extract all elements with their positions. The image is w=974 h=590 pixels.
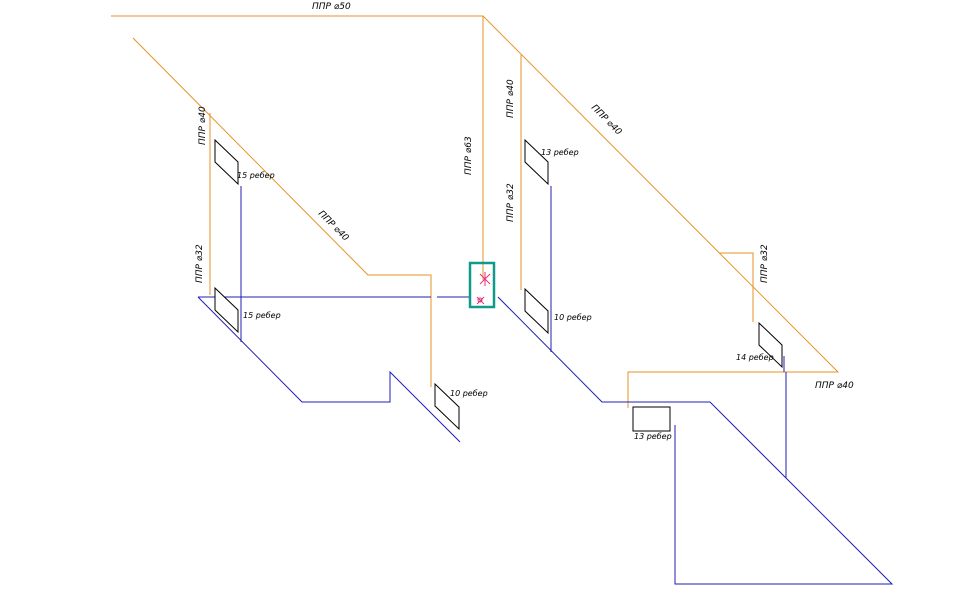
radiator-4 [524,138,549,186]
radiator-labels: 15 ребер 15 ребер 10 ребер 13 ребер 10 р… [237,148,774,441]
boiler-mark-bottom-icon [476,296,485,305]
label-rad-3: 10 ребер [450,389,488,398]
label-rad-6: 14 ребер [736,353,774,362]
radiator-5 [524,287,549,335]
label-rad-7: 13 ребер [634,432,672,441]
label-right-mid: ППР ⌀32 [760,244,770,283]
radiator-1 [214,138,239,186]
supply-pipes [111,15,840,408]
return-pipes [197,186,894,585]
label-rad-4: 13 ребер [541,148,579,157]
label-right-bottom: ППР ⌀40 [815,381,854,391]
label-riser-main: ППР ⌀63 [464,136,474,175]
boiler-mark-top-icon [479,272,491,286]
supply-left-diag [132,37,432,387]
label-mid-mid: ППР ⌀32 [506,183,516,222]
boiler-frame [468,261,496,309]
label-rad-2: 15 ребер [243,311,281,320]
label-rad-5: 10 ребер [554,313,592,322]
label-left-mid: ППР ⌀32 [195,244,205,283]
radiators [214,138,783,432]
radiator-6 [758,321,783,369]
supply-right-branch [719,252,754,322]
radiator-7 [632,406,671,432]
label-rad-1: 15 ребер [237,171,275,180]
supply-bottom-branch [627,371,789,408]
label-right-diag: ППР ⌀40 [589,103,624,138]
label-main-pipe: ППР ⌀50 [312,2,351,12]
supply-main-top [111,15,840,373]
return-left-loop [197,296,461,443]
label-mid-top: ППР ⌀40 [506,79,516,118]
radiator-3 [434,382,460,431]
label-left-top: ППР ⌀40 [198,106,208,145]
radiator-2 [214,286,239,334]
return-mid-loop [497,296,894,585]
boiler [468,261,496,309]
pipe-labels: ППР ⌀50 ППР ⌀63 ППР ⌀40 ППР ⌀40 ППР ⌀32 … [195,2,854,391]
label-left-diag: ППР ⌀40 [316,209,351,244]
